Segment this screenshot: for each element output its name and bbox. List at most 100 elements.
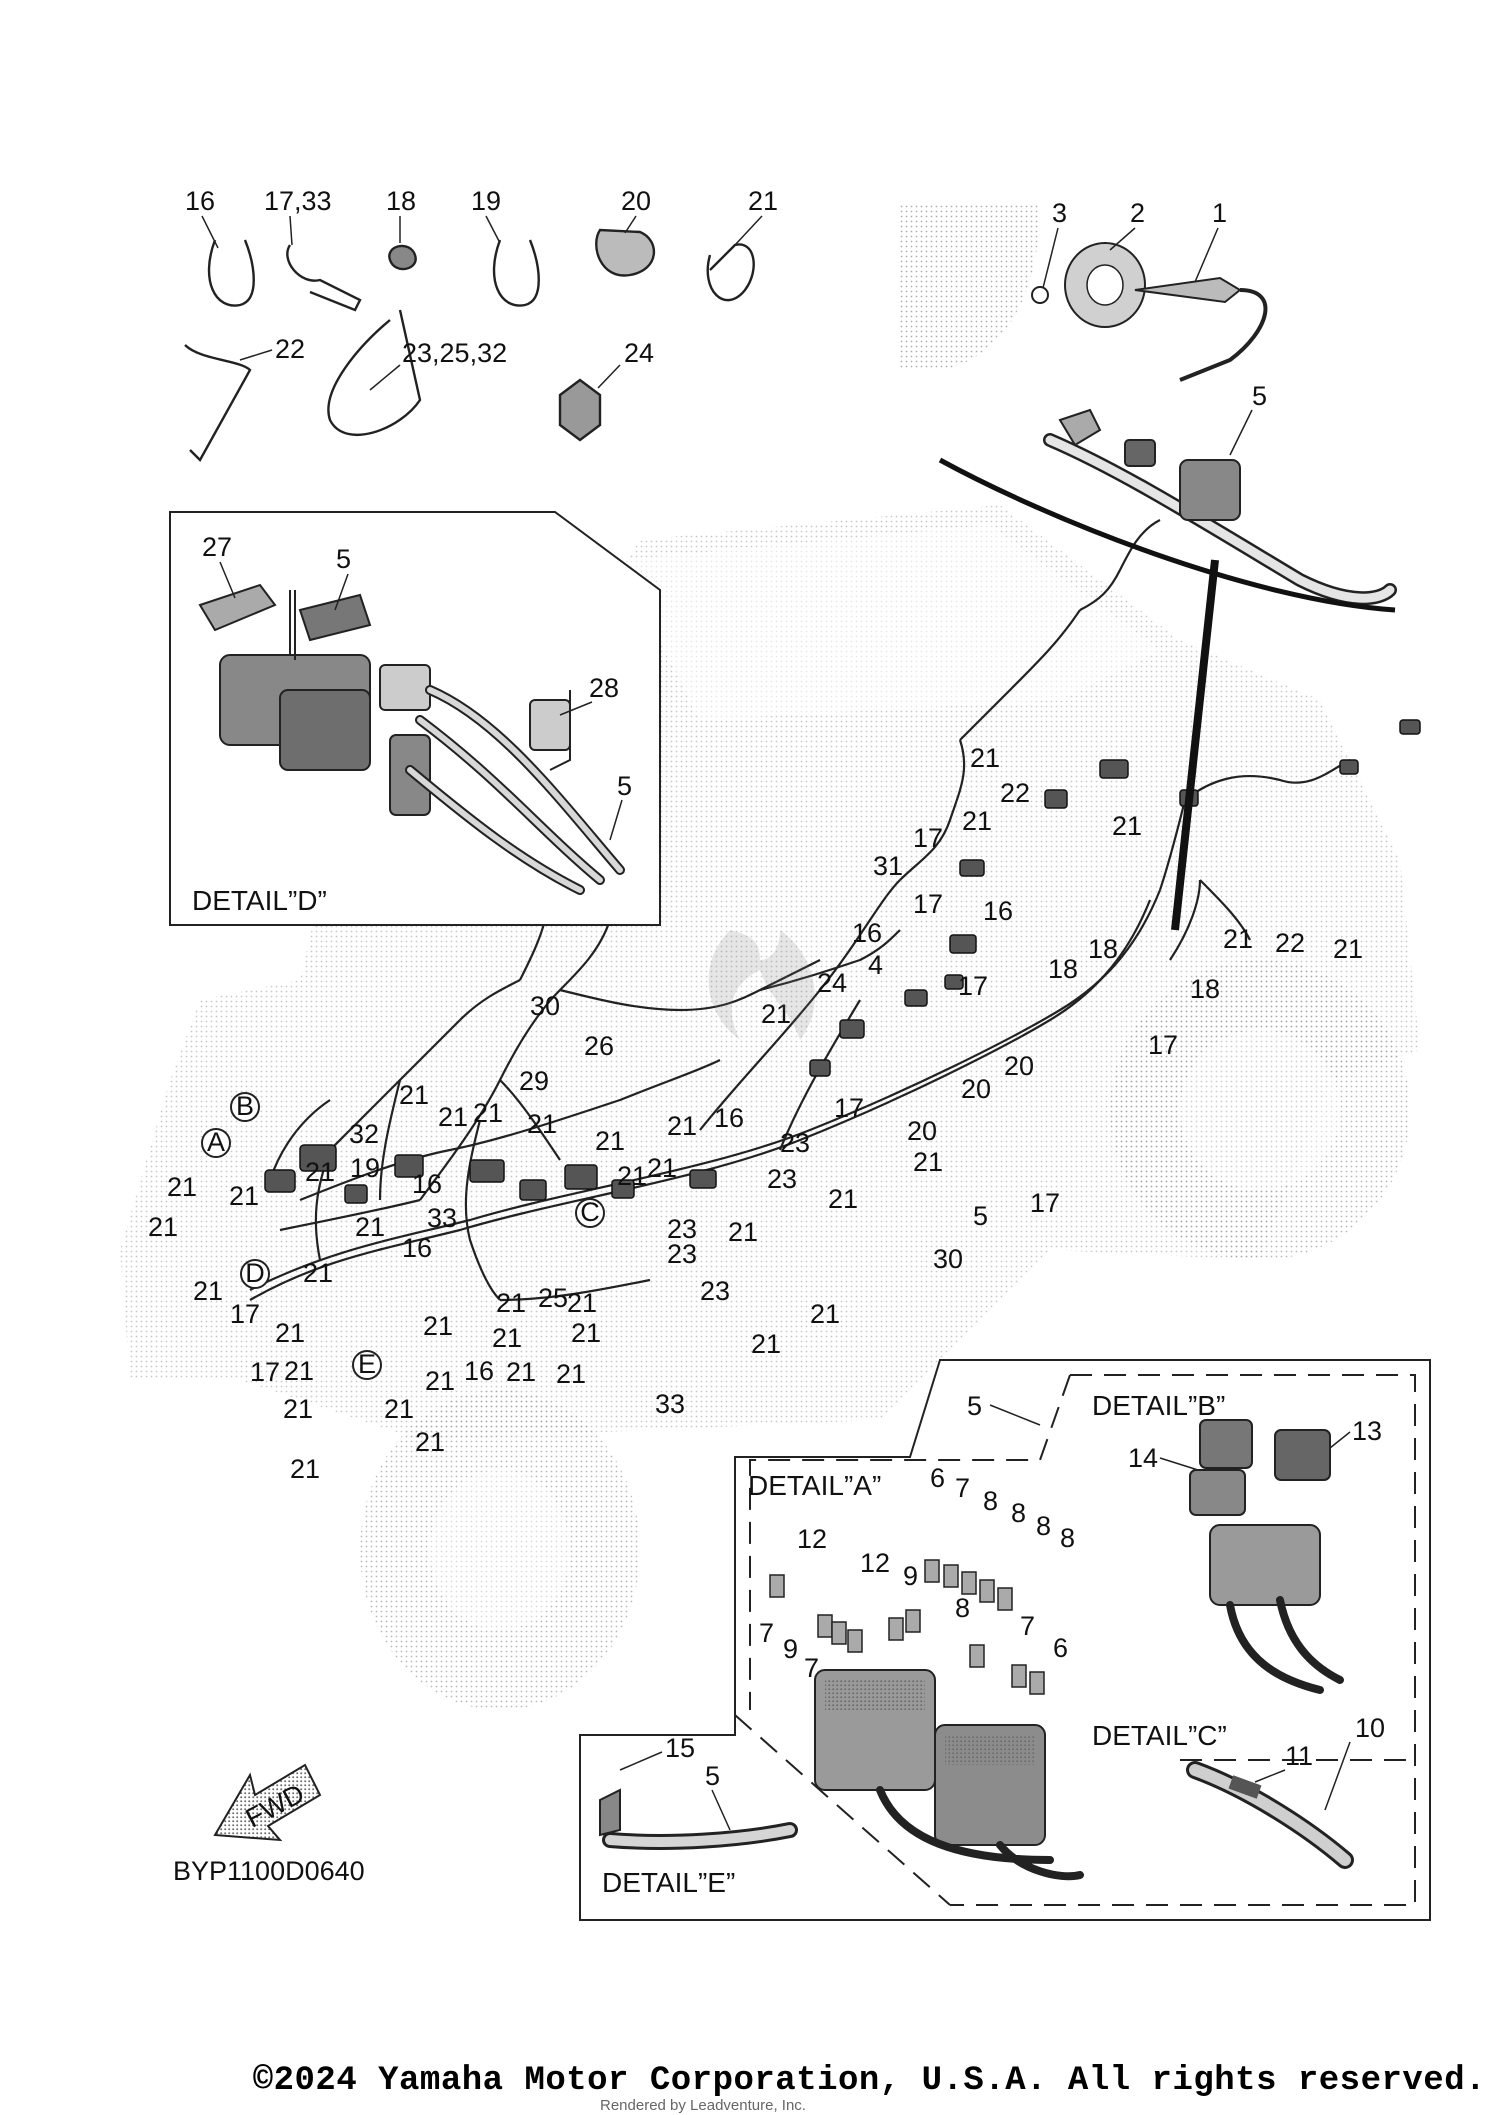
- detail-a-title: DETAIL”A”: [748, 1470, 881, 1501]
- callout: 21: [1223, 924, 1253, 954]
- callout: 23: [780, 1128, 810, 1158]
- sensor-leaders: [1042, 227, 1253, 456]
- callout: 20: [621, 186, 651, 216]
- clip-18: [388, 244, 417, 271]
- callout: 21: [283, 1394, 313, 1424]
- callout: 19: [350, 1153, 380, 1183]
- callout: 17,33: [264, 186, 332, 216]
- callout: 22: [275, 334, 305, 364]
- detail-c-title: DETAIL”C”: [1092, 1720, 1227, 1751]
- detail-bce-callouts: 5 14 13 11 10 15 5: [665, 1391, 1385, 1791]
- callout: 21: [728, 1217, 758, 1247]
- callout: 21: [425, 1366, 455, 1396]
- callout: 27: [202, 532, 232, 562]
- callout: 21: [473, 1098, 503, 1128]
- callout: 21: [303, 1258, 333, 1288]
- callout: 16: [852, 918, 882, 948]
- callout: 21: [970, 743, 1000, 773]
- callout: 23: [767, 1164, 797, 1194]
- marker-c: C: [580, 1197, 600, 1227]
- forward-direction-arrow: FWD: [213, 1763, 322, 1842]
- callout: 17: [913, 823, 943, 853]
- callout: 21: [305, 1157, 335, 1187]
- callout: 21: [617, 1161, 647, 1191]
- callout: 5: [336, 544, 351, 574]
- callout: 16: [464, 1356, 494, 1386]
- callout: 6: [1053, 1633, 1068, 1663]
- callout: 5: [967, 1391, 982, 1421]
- callout: 9: [903, 1561, 918, 1591]
- callout: 33: [655, 1389, 685, 1419]
- tie-21: [706, 243, 755, 302]
- rendered-by-watermark: Rendered by Leadventure, Inc.: [600, 2097, 806, 2114]
- callout: 11: [1285, 1741, 1313, 1771]
- callout: 16: [714, 1103, 744, 1133]
- callout: 21: [748, 186, 778, 216]
- callout: 21: [1112, 811, 1142, 841]
- callout: 21: [567, 1288, 597, 1318]
- detail-bce-leaders: [619, 1404, 1351, 1831]
- callout: 14: [1128, 1443, 1158, 1473]
- callout: 30: [933, 1244, 963, 1274]
- callout: 21: [667, 1111, 697, 1141]
- callout: 9: [783, 1634, 798, 1664]
- callout: 8: [1060, 1523, 1075, 1553]
- callout: 4: [868, 950, 883, 980]
- detail-d-box: [169, 511, 661, 926]
- marker-e: E: [358, 1349, 376, 1379]
- callout: 33: [427, 1203, 457, 1233]
- callout: 22: [1275, 928, 1305, 958]
- callout: 2: [1130, 198, 1145, 228]
- sensor-callouts: 1 2 3 5: [1052, 198, 1267, 411]
- callout: 5: [617, 771, 632, 801]
- callout: 18: [1190, 974, 1220, 1004]
- callout: 15: [665, 1733, 695, 1763]
- harness-clips: [264, 719, 1421, 1204]
- callout: 21: [193, 1276, 223, 1306]
- callout: 20: [1004, 1051, 1034, 1081]
- callout: 17: [834, 1093, 864, 1123]
- callout: 5: [973, 1201, 988, 1231]
- callout: 30: [530, 991, 560, 1021]
- copyright-footer: ©2024 Yamaha Motor Corporation, U.S.A. A…: [252, 2062, 1486, 2100]
- callout: 12: [860, 1548, 890, 1578]
- cable-tie-19: [492, 239, 540, 307]
- callout: 21: [571, 1318, 601, 1348]
- callout: 17: [1030, 1188, 1060, 1218]
- callout: 18: [386, 186, 416, 216]
- callout: 18: [1088, 934, 1118, 964]
- drawing-code: BYP1100D0640: [173, 1856, 365, 1886]
- callout: 21: [527, 1109, 557, 1139]
- callout: 21: [290, 1454, 320, 1484]
- callout: 21: [647, 1153, 677, 1183]
- callout: 21: [496, 1288, 526, 1318]
- callout: 19: [471, 186, 501, 216]
- callout: 22: [1000, 778, 1030, 808]
- sensor-assembly: [900, 205, 1397, 606]
- watermark-logo: [708, 930, 815, 1040]
- detail-e-title: DETAIL”E”: [602, 1867, 735, 1898]
- callout: 21: [229, 1181, 259, 1211]
- detail-b-title: DETAIL”B”: [1092, 1390, 1225, 1421]
- callout: 20: [961, 1074, 991, 1104]
- callout: 8: [1011, 1498, 1026, 1528]
- callout: 17: [913, 889, 943, 919]
- callout: 21: [506, 1357, 536, 1387]
- callout: 26: [584, 1031, 614, 1061]
- callout: 7: [955, 1473, 970, 1503]
- callout: 16: [983, 896, 1013, 926]
- callout: 5: [705, 1761, 720, 1791]
- callout: 21: [284, 1356, 314, 1386]
- detail-abce-box: [579, 1359, 1431, 1921]
- callout: 21: [399, 1080, 429, 1110]
- top-parts-leaders: [201, 215, 763, 391]
- callout: 21: [751, 1329, 781, 1359]
- callout: 5: [1252, 381, 1267, 411]
- callout: 16: [412, 1169, 442, 1199]
- callout: 1: [1212, 198, 1227, 228]
- long-tie-23: [327, 309, 422, 437]
- callout: 18: [1048, 954, 1078, 984]
- marker-b: B: [236, 1091, 254, 1121]
- callout: 21: [828, 1184, 858, 1214]
- sensor-detail-bracket: [938, 457, 1396, 931]
